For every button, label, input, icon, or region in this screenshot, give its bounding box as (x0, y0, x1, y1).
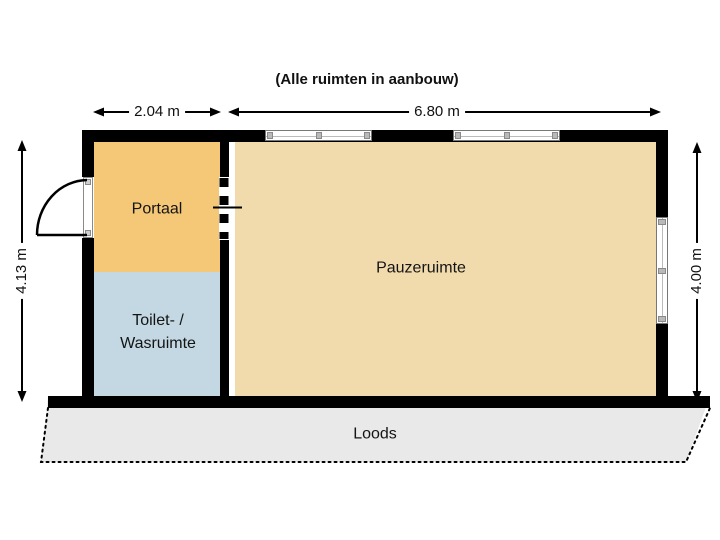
window-top-left (265, 130, 372, 141)
window-mullion (658, 219, 666, 225)
dim-label-portaal-width: 2.04 m (129, 102, 185, 122)
dim-label-left-height: 4.13 m (12, 243, 32, 299)
interior-wall-gap (229, 142, 235, 396)
door-frame-block (85, 230, 91, 236)
window-right-wall (656, 217, 668, 324)
window-mullion (267, 132, 273, 139)
dim-label-pauzeruimte-width: 6.80 m (409, 102, 465, 122)
window-mullion (364, 132, 370, 139)
window-mullion (315, 132, 322, 139)
window-top-right (453, 130, 560, 141)
room-label-toilet-line2: Wasruimte (120, 335, 196, 352)
room-label-toilet-line1: Toilet- / (132, 312, 184, 329)
loods-dotted-border (39, 407, 711, 463)
dim-label-right-height: 4.00 m (687, 243, 707, 299)
window-mullion (552, 132, 558, 139)
room-label-portaal: Portaal (131, 200, 183, 218)
entry-door-panel (83, 177, 93, 238)
door-swing-arc (35, 178, 88, 236)
room-portaal (94, 142, 220, 272)
room-label-pauzeruimte: Pauzeruimte (376, 259, 466, 277)
loods-area (41, 396, 710, 462)
door-frame-block (85, 179, 91, 185)
window-mullion (503, 132, 510, 139)
room-pauzeruimte (235, 142, 656, 396)
plan-title: (Alle ruimten in aanbouw) (275, 71, 459, 88)
room-label-toilet: Toilet- / Wasruimte (120, 309, 196, 355)
room-label-loods: Loods (353, 425, 397, 443)
window-mullion (658, 316, 666, 322)
window-mullion (658, 267, 666, 274)
window-mullion (455, 132, 461, 139)
room-toilet-wasruimte (94, 272, 220, 396)
